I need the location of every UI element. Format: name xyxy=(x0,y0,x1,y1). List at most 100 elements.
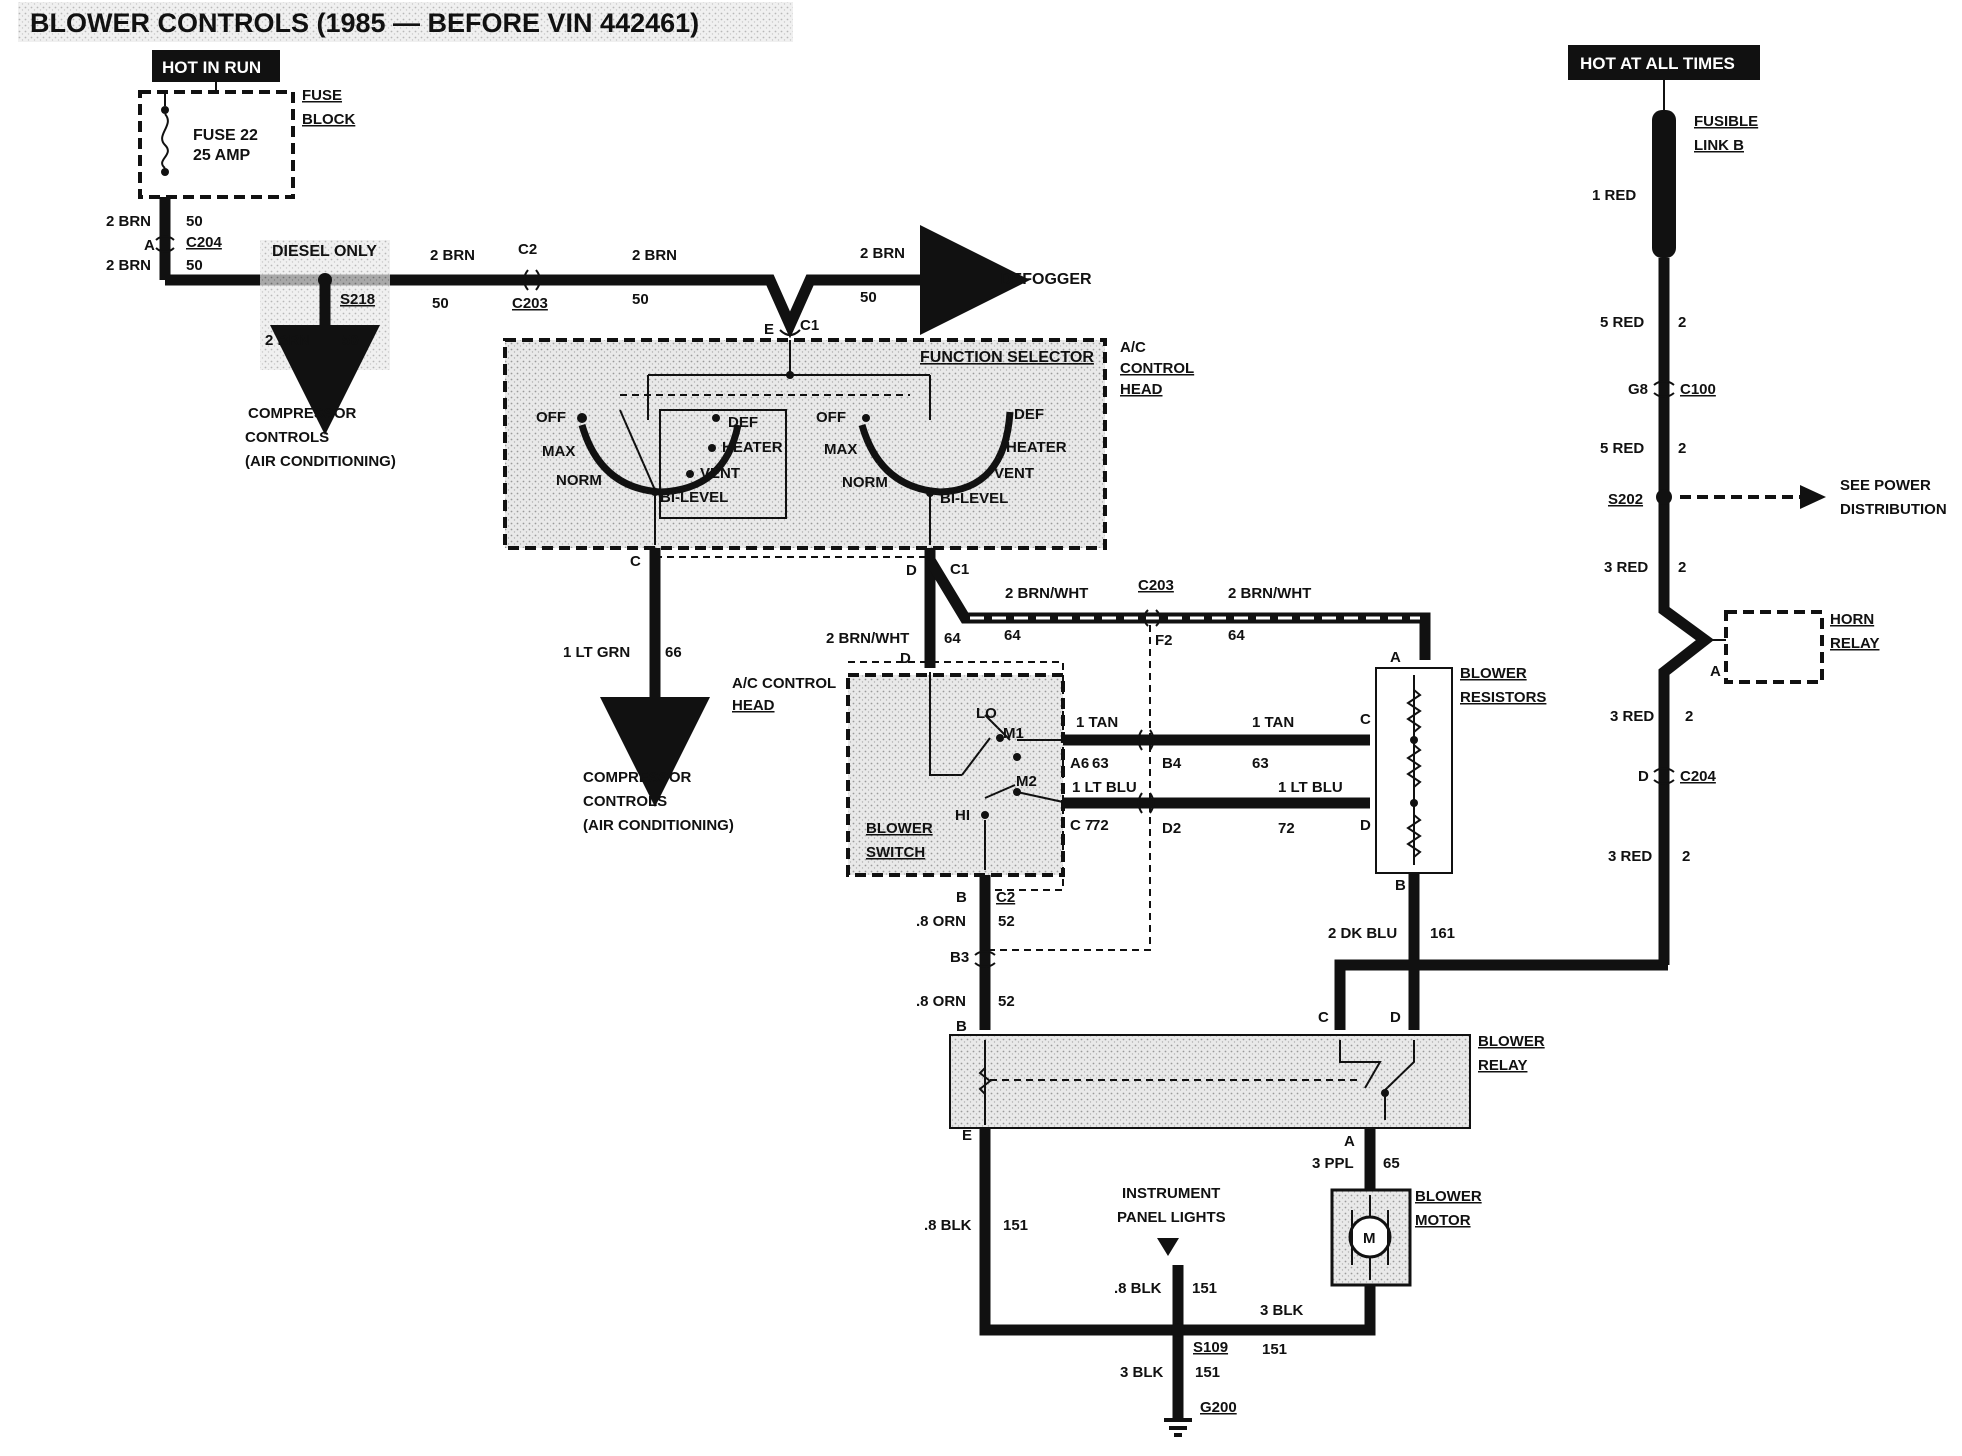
switch-hi: HI xyxy=(955,807,970,824)
defogger-label: DEFOGGER xyxy=(1000,271,1092,288)
fuse-label-line2: 25 AMP xyxy=(193,147,251,164)
blower-motor-line2: MOTOR xyxy=(1415,1212,1471,1229)
connector-c203-c xyxy=(1137,729,1155,814)
ckt-50-d: 50 xyxy=(432,295,449,312)
blower-motor-line1: BLOWER xyxy=(1415,1188,1482,1205)
pin-d-switch: D xyxy=(900,650,911,667)
instrument-line1: INSTRUMENT xyxy=(1122,1185,1220,1202)
horn-relay-outline xyxy=(1724,610,1824,684)
wire-label-2brn-c: 2 BRN xyxy=(265,332,310,349)
splice-s109 xyxy=(1171,1323,1185,1337)
ckt-151-d: 151 xyxy=(1195,1364,1220,1381)
pin-a-resistor: A xyxy=(1390,649,1401,666)
see-power-line1: SEE POWER xyxy=(1840,477,1931,494)
fuse-block-outline xyxy=(138,90,295,199)
pin-a-c204: A xyxy=(144,237,155,254)
wire-label-2brn-a: 2 BRN xyxy=(106,213,151,230)
wire-label-1red: 1 RED xyxy=(1592,187,1636,204)
horn-relay-line1: HORN xyxy=(1830,611,1874,628)
svg-text:OFF: OFF xyxy=(816,409,846,426)
title-background xyxy=(18,2,793,42)
wire-label-ltgrn: 1 LT GRN xyxy=(563,644,630,661)
pin-b-relay: B xyxy=(956,1018,967,1035)
pin-a-relay: A xyxy=(1344,1133,1355,1150)
pin-d-c1: D xyxy=(906,562,917,579)
fuse-22 xyxy=(161,92,169,176)
wire-label-tan-a: 1 TAN xyxy=(1076,714,1118,731)
diagram-title: BLOWER CONTROLS (1985 — BEFORE VIN 44246… xyxy=(30,8,699,38)
wire-label-2brn-b: 2 BRN xyxy=(106,257,151,274)
blower-switch-contacts xyxy=(929,672,1016,870)
blower-resistors xyxy=(1375,667,1453,874)
horn-relay-line2: RELAY xyxy=(1830,635,1879,652)
blower-relay-line1: BLOWER xyxy=(1478,1033,1545,1050)
blower-resistors-line2: RESISTORS xyxy=(1460,689,1546,706)
blower-resistors-line1: BLOWER xyxy=(1460,665,1527,682)
fuse-block-label-line2: BLOCK xyxy=(302,111,355,128)
ckt-64-a: 64 xyxy=(1004,627,1021,644)
connector-c204-top xyxy=(155,235,175,253)
connector-c1-e xyxy=(779,329,801,336)
ckt-50-b: 50 xyxy=(186,257,203,274)
svg-text:HEATER: HEATER xyxy=(1006,439,1067,456)
compressor-a-line1: COMPRESSOR xyxy=(248,405,357,422)
g200-label: G200 xyxy=(1200,1399,1237,1416)
pin-d2: D2 xyxy=(1162,820,1181,837)
splice-s202 xyxy=(1656,489,1672,505)
svg-text:VENT: VENT xyxy=(700,465,740,482)
ckt-50-e: 50 xyxy=(632,291,649,308)
ckt-66: 66 xyxy=(665,644,682,661)
compressor-a-line3: (AIR CONDITIONING) xyxy=(245,453,396,470)
ckt-2-e: 2 xyxy=(1682,848,1690,865)
hot-at-all-times-label: HOT AT ALL TIMES xyxy=(1580,54,1735,73)
ckt-50-a: 50 xyxy=(186,213,203,230)
wire-label-2brn-f: 2 BRN xyxy=(860,245,905,262)
wire-label-blk-b: 3 BLK xyxy=(1260,1302,1304,1319)
pin-g8: G8 xyxy=(1628,381,1648,398)
ckt-2-b: 2 xyxy=(1678,440,1686,457)
hot-at-all-times-badge: HOT AT ALL TIMES xyxy=(1568,45,1760,80)
pin-f2: F2 xyxy=(1155,632,1173,649)
ckt-72-a: 72 xyxy=(1092,817,1109,834)
selector-left-internal-box xyxy=(659,409,787,519)
pin-a-horn-relay: A xyxy=(1710,663,1721,680)
ckt-2-a: 2 xyxy=(1678,314,1686,331)
blower-motor xyxy=(1330,1188,1412,1287)
wire-label-2brn-d: 2 BRN xyxy=(430,247,475,264)
connector-c203-b xyxy=(1143,609,1161,627)
compressor-b-line2: CONTROLS xyxy=(583,793,667,810)
switch-m1: M1 xyxy=(1003,725,1024,742)
ckt-2-d: 2 xyxy=(1685,708,1693,725)
svg-text:MAX: MAX xyxy=(542,443,575,460)
ckt-63-b: 63 xyxy=(1252,755,1269,772)
function-selector-label: FUNCTION SELECTOR xyxy=(920,349,1094,366)
hot-in-run-label: HOT IN RUN xyxy=(162,58,261,77)
svg-text:DEF: DEF xyxy=(1014,406,1044,423)
svg-text:VENT: VENT xyxy=(994,465,1034,482)
wire-label-3red-b: 3 RED xyxy=(1610,708,1654,725)
fuse-block-label-line1: FUSE xyxy=(302,87,342,104)
pin-c-resistor: C xyxy=(1360,711,1371,728)
instrument-line2: PANEL LIGHTS xyxy=(1117,1209,1226,1226)
connector-b3 xyxy=(974,950,996,968)
pin-e-c1: E xyxy=(764,321,774,338)
ground-symbol xyxy=(1164,1418,1192,1437)
svg-text:OFF: OFF xyxy=(536,409,566,426)
see-power-line2: DISTRIBUTION xyxy=(1840,501,1947,518)
connector-c100 xyxy=(1653,380,1675,398)
svg-text:NORM: NORM xyxy=(556,472,602,489)
wire-label-dkblu: 2 DK BLU xyxy=(1328,925,1397,942)
c204-label-a: C204 xyxy=(186,234,223,251)
wire-label-ltblu-a: 1 LT BLU xyxy=(1072,779,1137,796)
c204-label-b: C204 xyxy=(1680,768,1717,785)
c1-label-b: C1 xyxy=(950,561,969,578)
wire-label-brnwht-b: 2 BRN/WHT xyxy=(1228,585,1311,602)
ckt-63-a: 63 xyxy=(1092,755,1109,772)
c203-label-a: C203 xyxy=(512,295,548,312)
svg-text:BI-LEVEL: BI-LEVEL xyxy=(940,490,1008,507)
pin-b-resistor: B xyxy=(1395,877,1406,894)
pin-d-resistor: D xyxy=(1360,817,1371,834)
blower-relay xyxy=(949,1034,1471,1129)
ckt-151-c: 151 xyxy=(1192,1280,1217,1297)
switch-lo: LO xyxy=(976,705,997,722)
